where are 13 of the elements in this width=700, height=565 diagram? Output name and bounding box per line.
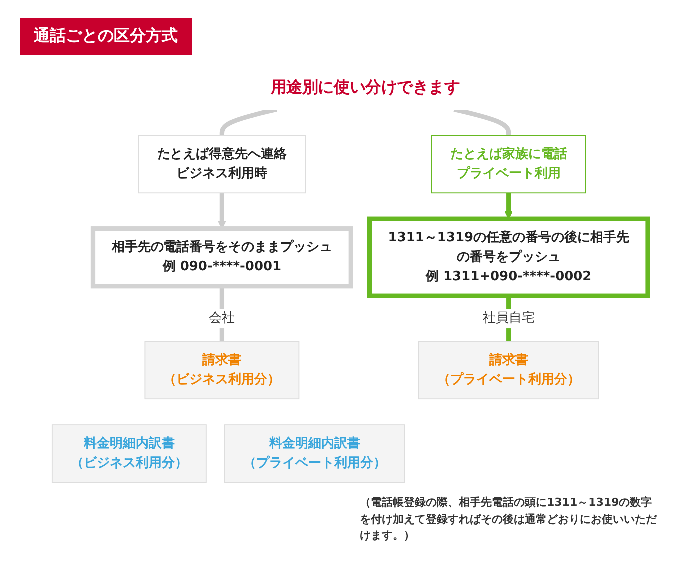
node-box: 相手先の電話番号をそのままプッシュ 例 090-****-0001 (90, 226, 354, 289)
title-banner: 通話ごとの区分方式 (20, 18, 192, 55)
node-box: 1311～1319の任意の番号の後に相手先の番号をプッシュ 例 1311+090-****-0002 (367, 216, 650, 298)
arrow (504, 192, 513, 220)
edge-label: 会社 (208, 310, 235, 326)
node-box: 請求書 （プライベート利用分） (418, 341, 600, 400)
node-box: 料金明細内訳書 （プライベート利用分） (224, 424, 406, 484)
note-text: （電話帳登録の際、相手先電話の頭に1311～1319の数字を付け加えて登録すればその後は通常どおりにお使いいただけます。） (360, 495, 658, 544)
node-box: たとえば得意先へ連絡 ビジネス利用時 (138, 135, 306, 194)
node-box: たとえば家族に電話 プライベート利用 (431, 135, 586, 194)
edge-label: 社員自宅 (482, 310, 535, 326)
node-box: 請求書 （ビジネス利用分） (144, 341, 300, 400)
node-box: 料金明細内訳書 （ビジネス利用分） (52, 424, 207, 484)
